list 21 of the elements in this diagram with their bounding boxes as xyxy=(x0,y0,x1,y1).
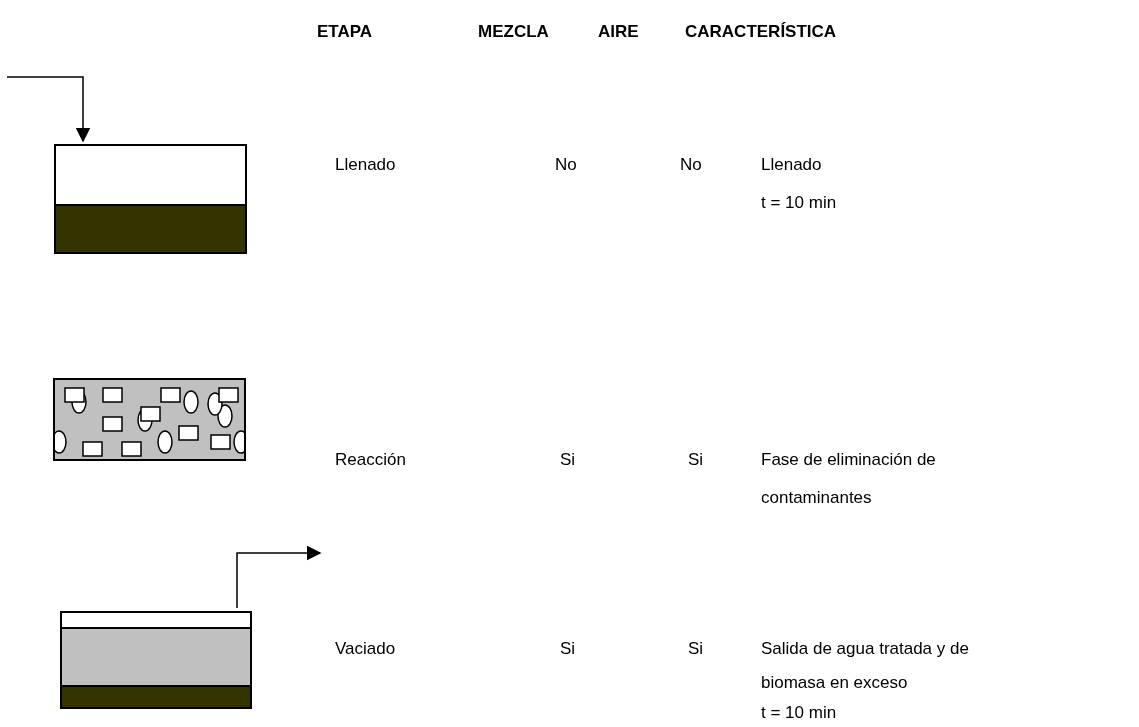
column-header: CARACTERÍSTICA xyxy=(685,21,837,43)
table-text: Reacción xyxy=(335,449,406,471)
table-text: Llenado xyxy=(335,154,396,176)
table-text: Fase de eliminación de contaminantes xyxy=(761,449,937,509)
column-header: AIRE xyxy=(598,21,639,43)
table-text: No xyxy=(680,154,702,176)
column-header: MEZCLA xyxy=(478,21,549,43)
table-text: Si xyxy=(688,638,704,660)
table-text: Si xyxy=(560,449,576,471)
table-text: Si xyxy=(560,638,576,660)
arrow xyxy=(6,76,91,143)
table-text: t = 10 min xyxy=(761,192,837,214)
table-text: Si xyxy=(688,449,704,471)
column-header: ETAPA xyxy=(317,21,373,43)
arrow xyxy=(236,545,322,609)
table-text: Llenado xyxy=(761,154,822,176)
table-text: t = 10 min xyxy=(761,702,837,724)
table-text: Vaciado xyxy=(335,638,396,660)
tank-drawing xyxy=(60,611,252,709)
tank-drawing xyxy=(54,144,247,254)
table-text: No xyxy=(555,154,577,176)
